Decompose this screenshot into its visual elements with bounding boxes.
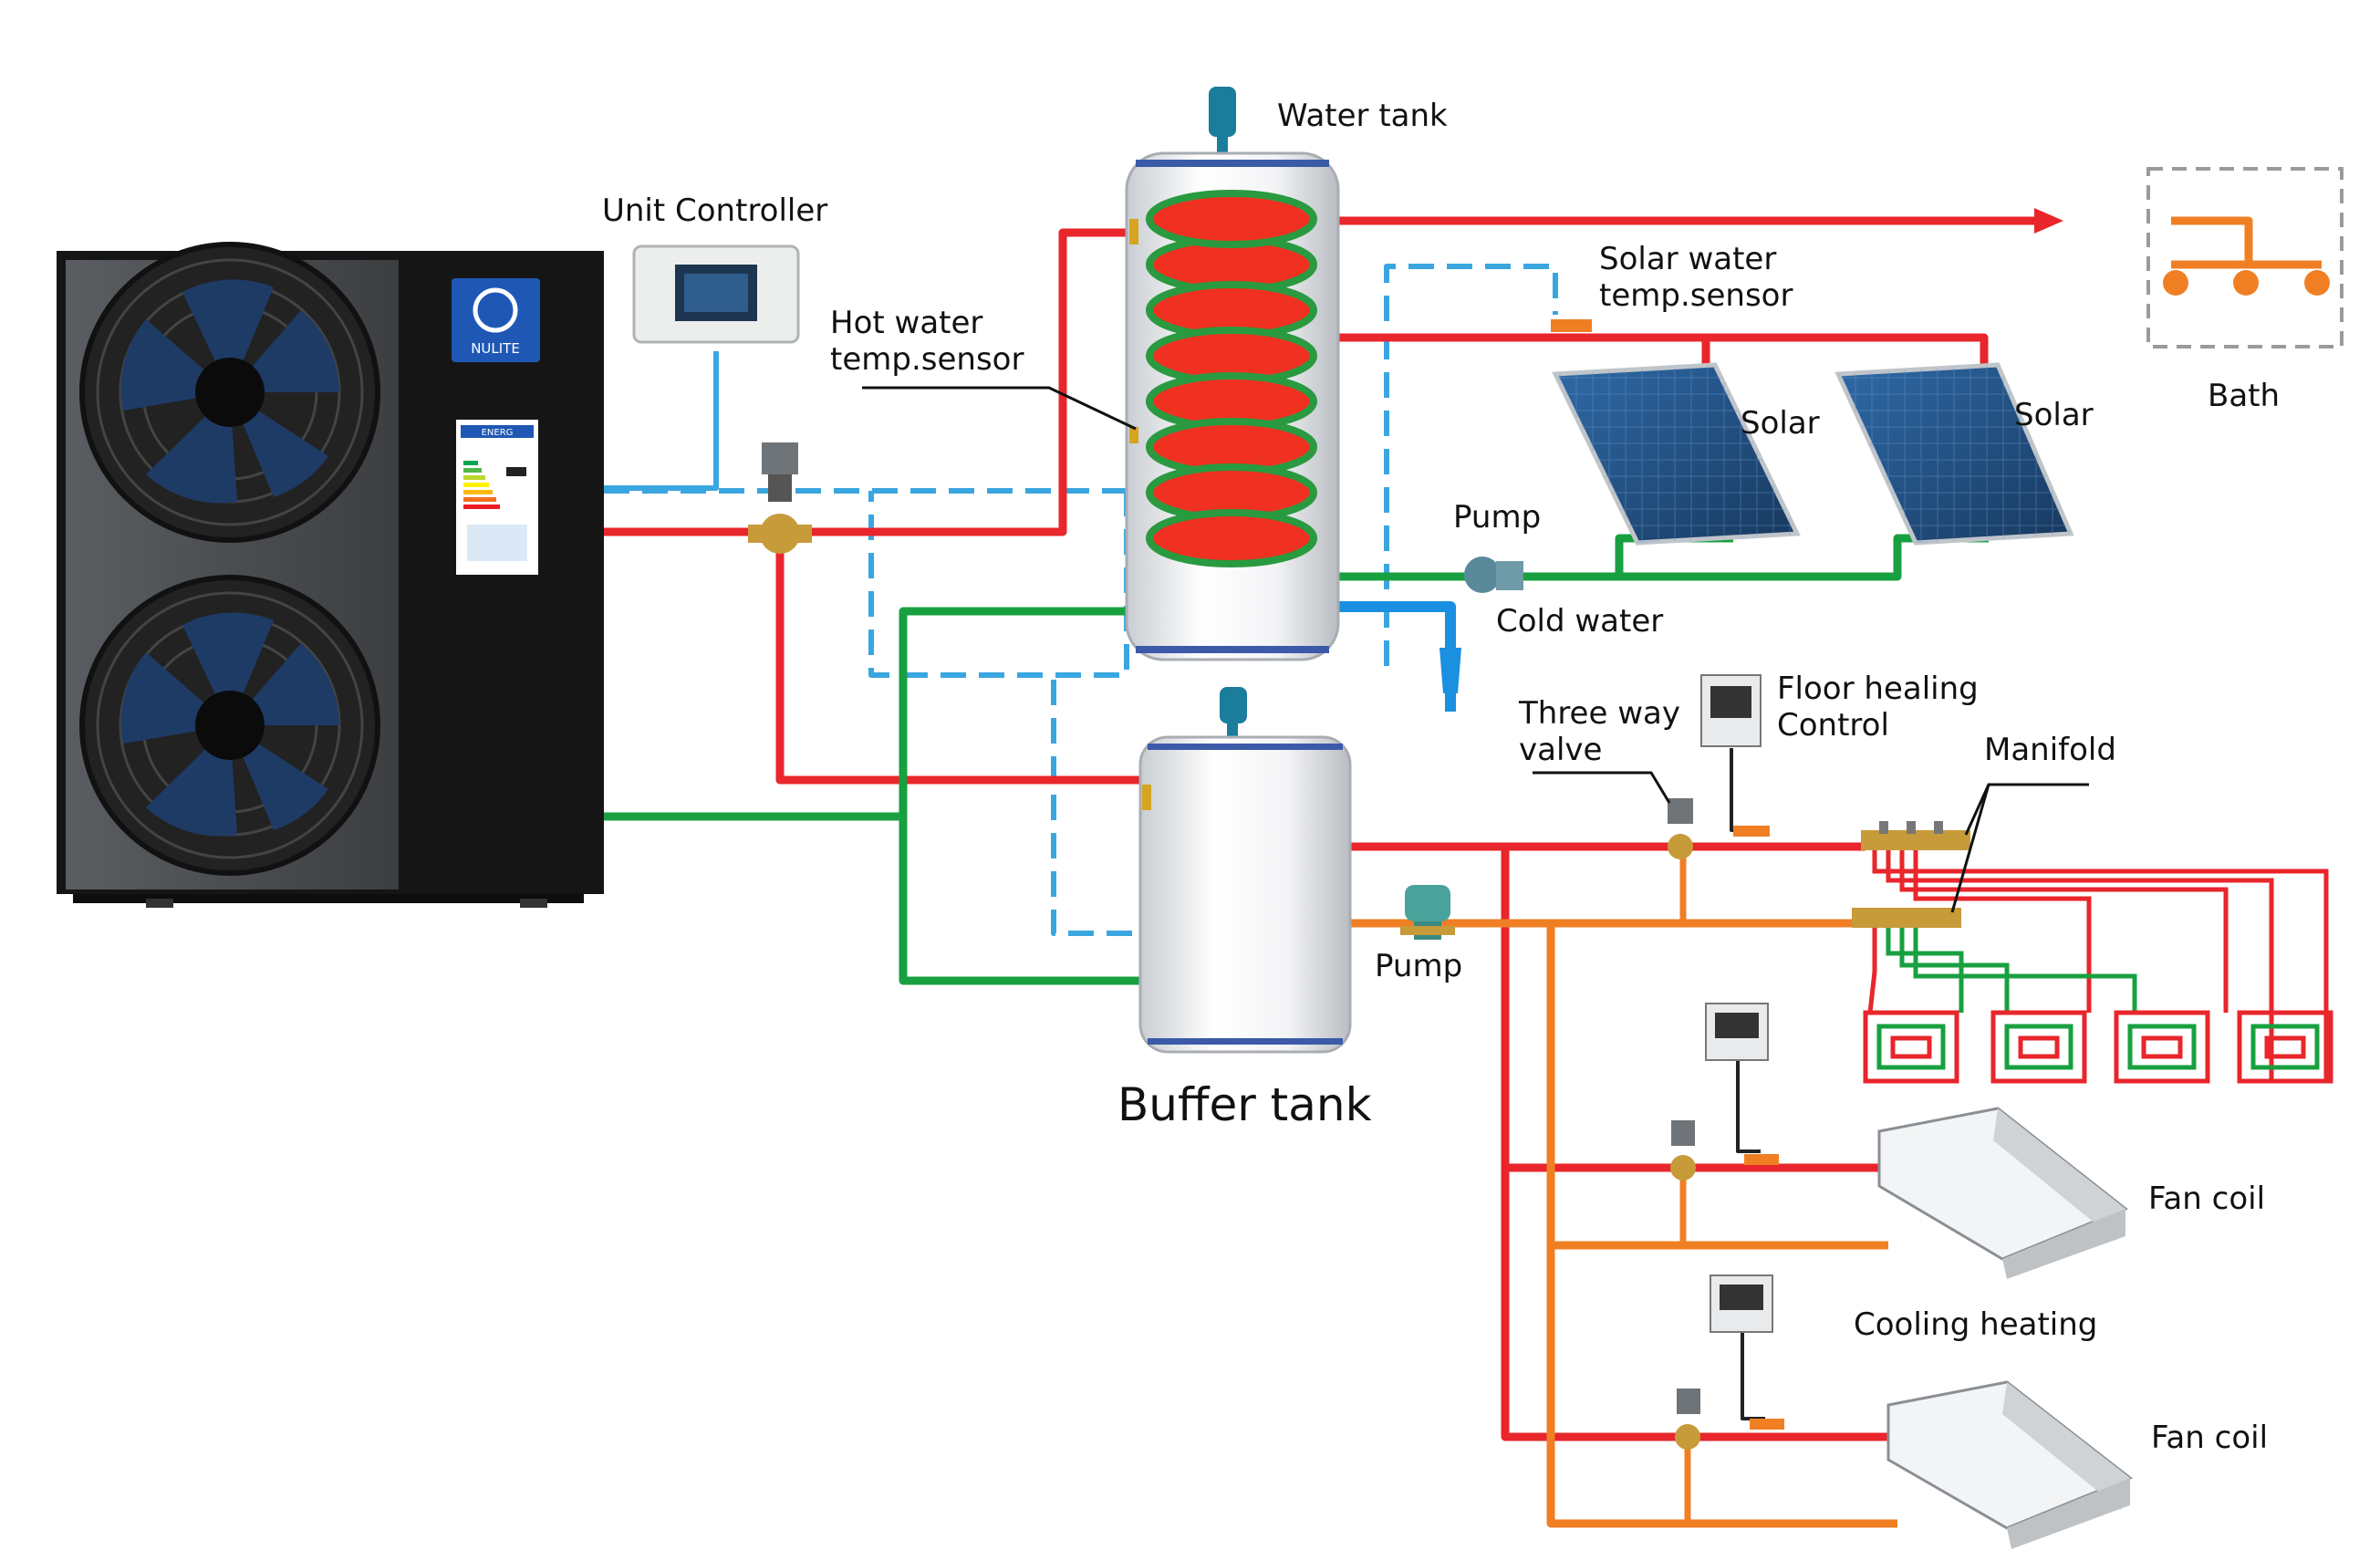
label-solar-sensor-1: Solar water (1599, 241, 1776, 277)
pipe-network (604, 216, 2322, 1528)
hot-pipe-to-buffer (775, 538, 1145, 785)
label-pump-buffer: Pump (1375, 948, 1462, 984)
fan-coil-2-unit (1886, 1380, 2133, 1549)
floor-coil-4-icon (2237, 1010, 2333, 1084)
label-fan-coil-1: Fan coil (2148, 1181, 2265, 1217)
expansion-vessel-buffer-icon (1220, 687, 1247, 723)
signal-line-solar-sensor (1384, 264, 1558, 666)
solar-panel-2 (1834, 362, 2074, 546)
fan-top-icon (79, 242, 380, 543)
hot-pipe-fan-trunk (1501, 847, 1697, 1441)
fan-coil-1-control (1705, 1003, 1769, 1061)
label-cooling-heating: Cooling heating (1854, 1306, 2097, 1343)
bath-fixture (2146, 167, 2344, 348)
bath-outlet-icon (2163, 270, 2330, 296)
manifold (1852, 821, 1970, 928)
buffer-tank (1138, 687, 1352, 1054)
fan-coil-1-unit (1877, 1107, 2128, 1279)
water-tank (1125, 87, 1340, 661)
floor-loop-pipes (1867, 850, 2329, 1081)
heat-pump-unit: NULITE ENERG (57, 242, 604, 908)
fan-coil-2-control (1710, 1274, 1773, 1333)
label-bath: Bath (2208, 378, 2280, 414)
floor-coil-2-icon (1990, 1010, 2087, 1084)
label-buffer-tank: Buffer tank (1117, 1078, 1372, 1131)
label-manifold: Manifold (1984, 732, 2116, 768)
floor-coil-1-icon (1863, 1010, 1959, 1084)
pump-buffer-icon (1400, 885, 1455, 940)
label-fan-coil-2: Fan coil (2151, 1420, 2268, 1456)
label-floor-control-1: Floor healing (1777, 671, 1979, 707)
control-wire-3 (1741, 1327, 1765, 1420)
energy-label-text: ENERG (482, 428, 514, 438)
fan-bottom-icon (79, 575, 380, 876)
return-pipe-solar (1332, 534, 1733, 581)
label-hot-sensor-1: Hot water (830, 305, 982, 341)
floor-coil-3-icon (2114, 1010, 2210, 1084)
valve-fan-1-icon (1670, 1120, 1696, 1181)
return-pipe-buffer (899, 817, 1145, 985)
pump-solar-icon (1464, 557, 1523, 593)
manifold-leader-2 (1950, 784, 1990, 913)
floor-heating-control (1700, 674, 1762, 747)
signal-line-buffer (1051, 680, 1145, 936)
three-way-valve-floor-icon (1668, 798, 1693, 859)
label-unit-controller: Unit Controller (602, 192, 827, 229)
control-wire-2 (1736, 1049, 1761, 1153)
brand-logo-text: NULITE (471, 340, 520, 357)
signal-line-controller (604, 351, 719, 491)
three-way-valve-main-icon (748, 442, 812, 554)
floor-sensor-icon (1733, 826, 1770, 837)
label-pump-solar: Pump (1453, 499, 1541, 536)
energy-label: ENERG (456, 420, 538, 575)
label-three-way-2: valve (1519, 732, 1602, 768)
fan-2-sensor-icon (1750, 1419, 1784, 1430)
hot-pipe-solar-loop (1332, 333, 1989, 374)
bath-arrow-icon (2034, 208, 2063, 234)
unit-controller (632, 244, 800, 344)
valve-fan-2-icon (1675, 1389, 1700, 1450)
fan-1-sensor-icon (1744, 1154, 1779, 1165)
solar-sensor-icon (1551, 319, 1592, 332)
signal-line-solar (868, 490, 1129, 678)
three-way-valve-leader (1533, 771, 1671, 804)
label-three-way-1: Three way (1518, 695, 1680, 732)
label-floor-control-2: Control (1777, 707, 1889, 744)
hot-sensor-leader (862, 386, 1137, 431)
manifold-leader (1964, 783, 2089, 836)
label-hot-sensor-2: temp.sensor (830, 341, 1024, 378)
return-pipe-tank (604, 607, 1131, 821)
label-solar-1: Solar (1741, 405, 1820, 442)
label-solar-2: Solar (2014, 397, 2094, 433)
hot-pipe-to-tank (604, 228, 1131, 536)
control-wire-1 (1730, 748, 1765, 832)
label-cold-water: Cold water (1496, 603, 1663, 640)
expansion-vessel-top-icon (1209, 87, 1236, 137)
label-water-tank: Water tank (1277, 98, 1448, 134)
label-solar-sensor-2: temp.sensor (1599, 277, 1793, 314)
heating-coil (1146, 190, 1317, 567)
brand-logo: NULITE (452, 278, 540, 362)
orange-return-trunk (1546, 923, 1897, 1528)
solar-panel-1 (1552, 362, 1801, 546)
bath-hot-pipe (2171, 216, 2253, 265)
